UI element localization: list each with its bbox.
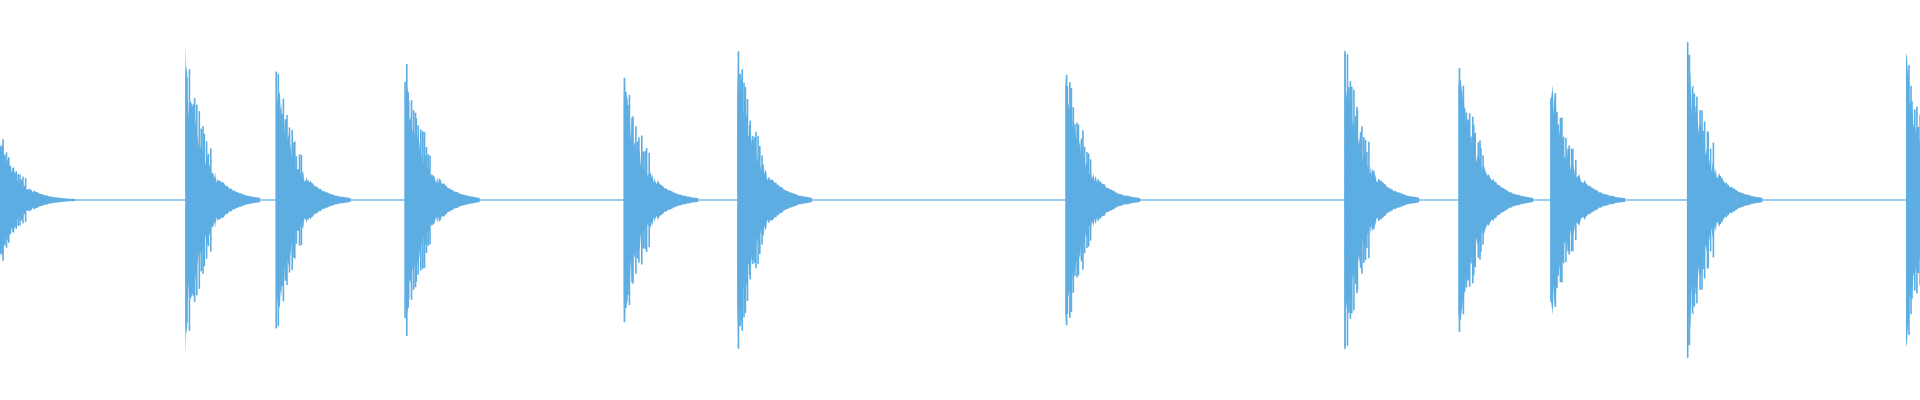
waveform-hit-envelope xyxy=(185,44,261,356)
waveform-hit-envelope xyxy=(1344,49,1420,351)
waveform-hit-envelope xyxy=(404,85,480,315)
waveform-onsets xyxy=(0,42,1920,358)
waveform-hit-8 xyxy=(1344,49,1420,351)
waveform-hit-envelope xyxy=(1550,84,1626,316)
waveform-hit-envelope xyxy=(623,77,699,323)
waveform-hit-envelope xyxy=(275,82,351,318)
waveform-hit-1 xyxy=(0,139,75,261)
waveform-hit-2 xyxy=(185,44,261,356)
waveform-hit-envelope xyxy=(0,142,75,258)
waveform-hit-9 xyxy=(1458,68,1534,332)
waveform-hit-3 xyxy=(275,71,351,329)
waveform-hit-12 xyxy=(1906,52,1920,348)
waveform-hit-envelope xyxy=(1687,57,1763,343)
waveform-hit-6 xyxy=(737,49,813,351)
waveform-hit-10 xyxy=(1550,84,1626,316)
waveform-hit-5 xyxy=(623,77,699,323)
waveform-hit-7 xyxy=(1065,74,1141,326)
waveform-hit-envelope xyxy=(737,49,813,351)
waveform-hit-envelope xyxy=(1065,76,1141,324)
waveform-hit-11 xyxy=(1686,42,1763,358)
waveform-hit-4 xyxy=(404,63,480,337)
waveform-hit-envelope xyxy=(1458,70,1534,330)
